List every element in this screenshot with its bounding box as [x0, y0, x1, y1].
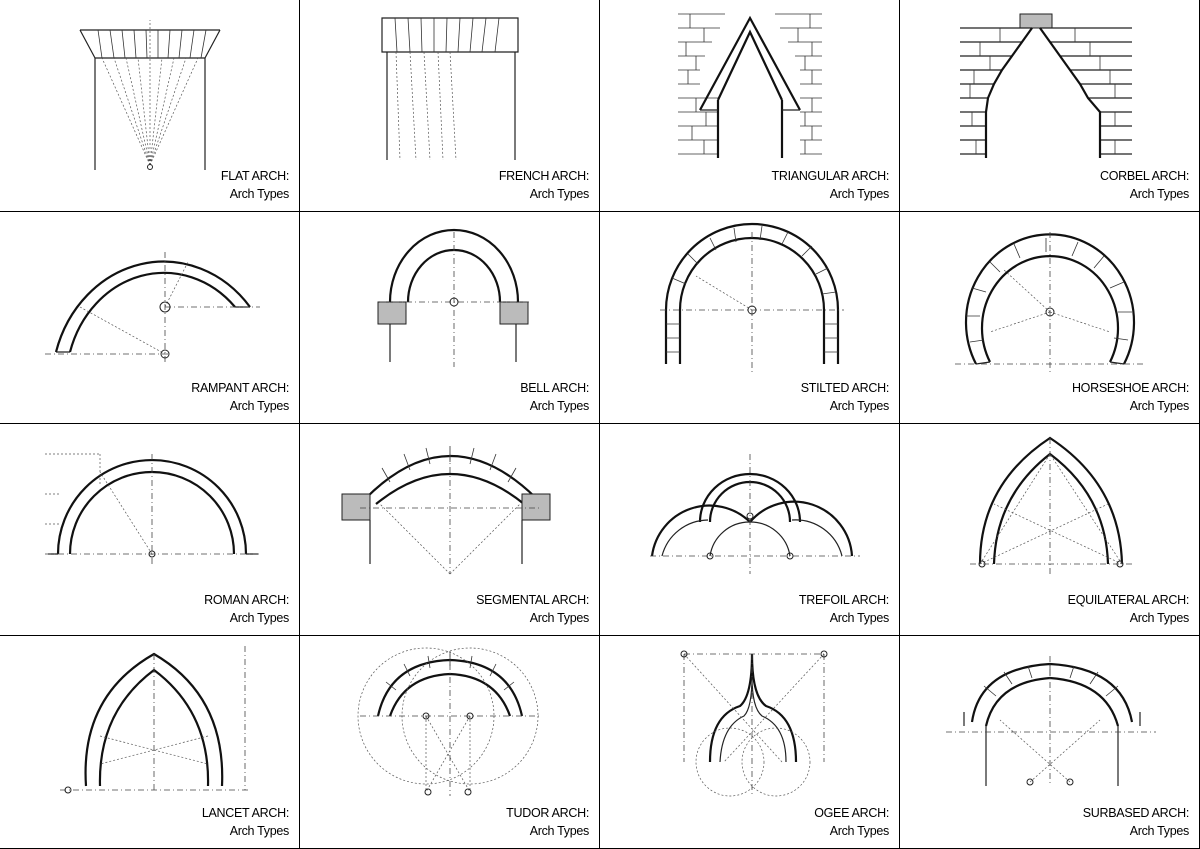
- arch-cell-ogee: OGEE ARCH: Arch Types: [600, 636, 900, 849]
- arch-name: SEGMENTAL ARCH:: [476, 593, 589, 607]
- arch-subtitle: Arch Types: [229, 611, 290, 625]
- arch-cell-stilted: STILTED ARCH: Arch Types: [600, 212, 900, 424]
- arch-name: CORBEL ARCH:: [1099, 169, 1189, 183]
- arch-name: SURBASED ARCH:: [1082, 806, 1190, 820]
- rampant-arch-drawing: [45, 252, 260, 362]
- arch-caption: OGEE ARCH: Arch Types: [814, 804, 889, 840]
- arch-subtitle: Arch Types: [829, 187, 890, 201]
- arch-caption: FRENCH ARCH: Arch Types: [499, 167, 589, 203]
- arch-caption: CORBEL ARCH: Arch Types: [1100, 167, 1189, 203]
- arch-caption: EQUILATERAL ARCH: Arch Types: [1067, 591, 1190, 627]
- arch-subtitle: Arch Types: [1129, 611, 1190, 625]
- arch-subtitle: Arch Types: [529, 824, 590, 838]
- arch-cell-french: FRENCH ARCH: Arch Types: [300, 0, 600, 212]
- arch-cell-triangular: TRIANGULAR ARCH: Arch Types: [600, 0, 900, 212]
- arch-subtitle: Arch Types: [529, 611, 590, 625]
- arch-name: STILTED ARCH:: [800, 381, 890, 395]
- arch-name: ROMAN ARCH:: [204, 593, 289, 607]
- arch-cell-surbased: SURBASED ARCH: Arch Types: [900, 636, 1200, 849]
- arch-caption: TUDOR ARCH: Arch Types: [506, 804, 589, 840]
- arch-cell-horseshoe: HORSESHOE ARCH: Arch Types: [900, 212, 1200, 424]
- tudor-arch-drawing: [357, 647, 540, 796]
- stilted-arch-drawing: [660, 222, 844, 372]
- arch-cell-corbel: CORBEL ARCH: Arch Types: [900, 0, 1200, 212]
- arch-caption: RAMPANT ARCH: Arch Types: [191, 379, 289, 415]
- arch-subtitle: Arch Types: [229, 824, 290, 838]
- lancet-arch-drawing: [60, 646, 250, 794]
- roman-arch-drawing: [45, 453, 260, 564]
- arch-name: TUDOR ARCH:: [506, 806, 589, 820]
- arch-subtitle: Arch Types: [829, 611, 890, 625]
- flat-arch-drawing: [79, 20, 221, 170]
- arch-caption: HORSESHOE ARCH: Arch Types: [1072, 379, 1189, 415]
- arch-subtitle: Arch Types: [829, 399, 890, 413]
- arch-subtitle: Arch Types: [1129, 824, 1190, 838]
- segmental-arch-drawing: [341, 446, 551, 575]
- arch-name: FRENCH ARCH:: [498, 169, 589, 183]
- arch-subtitle: Arch Types: [229, 187, 290, 201]
- arch-subtitle: Arch Types: [229, 399, 290, 413]
- arch-subtitle: Arch Types: [529, 187, 590, 201]
- arch-name: RAMPANT ARCH:: [191, 381, 289, 395]
- arch-caption: TREFOIL ARCH: Arch Types: [799, 591, 889, 627]
- arch-cell-rampant: RAMPANT ARCH: Arch Types: [0, 212, 300, 424]
- horseshoe-arch-drawing: [955, 232, 1145, 372]
- equilateral-arch-drawing: [970, 436, 1132, 574]
- french-arch-drawing: [381, 17, 519, 161]
- arch-cell-flat: FLAT ARCH: Arch Types: [0, 0, 300, 212]
- arch-caption: LANCET ARCH: Arch Types: [202, 804, 289, 840]
- trefoil-arch-drawing: [650, 454, 860, 574]
- ogee-arch-drawing: [680, 650, 828, 797]
- arch-cell-bell: BELL ARCH: Arch Types: [300, 212, 600, 424]
- bell-arch-drawing: [377, 228, 530, 367]
- arch-name: OGEE ARCH:: [814, 806, 889, 820]
- arch-name: TRIANGULAR ARCH:: [771, 169, 890, 183]
- arch-name: FLAT ARCH:: [220, 169, 289, 183]
- arch-subtitle: Arch Types: [1129, 187, 1190, 201]
- surbased-arch-drawing: [946, 656, 1156, 786]
- arch-name: HORSESHOE ARCH:: [1071, 381, 1189, 395]
- arch-cell-segmental: SEGMENTAL ARCH: Arch Types: [300, 424, 600, 636]
- arch-caption: SEGMENTAL ARCH: Arch Types: [476, 591, 589, 627]
- arch-caption: FLAT ARCH: Arch Types: [221, 167, 289, 203]
- arch-subtitle: Arch Types: [529, 399, 590, 413]
- triangular-arch-drawing: [678, 13, 822, 158]
- arch-name: EQUILATERAL ARCH:: [1067, 593, 1190, 607]
- arch-caption: ROMAN ARCH: Arch Types: [204, 591, 289, 627]
- arch-subtitle: Arch Types: [829, 824, 890, 838]
- arch-cell-trefoil: TREFOIL ARCH: Arch Types: [600, 424, 900, 636]
- arch-cell-equilateral: EQUILATERAL ARCH: Arch Types: [900, 424, 1200, 636]
- corbel-arch-drawing: [960, 13, 1132, 158]
- arch-caption: BELL ARCH: Arch Types: [520, 379, 589, 415]
- arch-name: TREFOIL ARCH:: [798, 593, 889, 607]
- arch-cell-lancet: LANCET ARCH: Arch Types: [0, 636, 300, 849]
- arch-caption: TRIANGULAR ARCH: Arch Types: [771, 167, 890, 203]
- arch-subtitle: Arch Types: [1129, 399, 1190, 413]
- arch-name: BELL ARCH:: [520, 381, 589, 395]
- arch-cell-tudor: TUDOR ARCH: Arch Types: [300, 636, 600, 849]
- arch-caption: STILTED ARCH: Arch Types: [800, 379, 890, 415]
- arch-caption: SURBASED ARCH: Arch Types: [1082, 804, 1190, 840]
- arch-cell-roman: ROMAN ARCH: Arch Types: [0, 424, 300, 636]
- arch-name: LANCET ARCH:: [201, 806, 289, 820]
